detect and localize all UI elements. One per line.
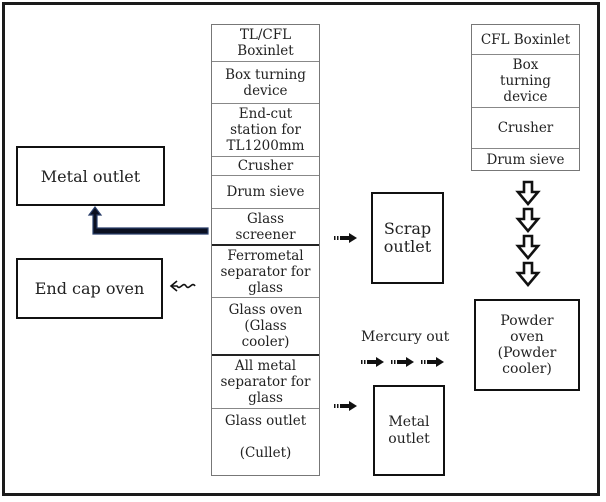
step-cfl-crusher: Crusher [472,108,579,149]
step-cfl-box-turning-device: Box turning device [472,55,579,108]
dashed-arrow-right-icon [421,357,444,367]
step-box-turning-device: Box turning device [212,62,319,104]
step-end-cut-station: End-cut station for TL1200mm [212,104,319,157]
step-crusher: Crusher [212,157,319,176]
powder-oven-box: Powder oven (Powder cooler) [474,299,580,391]
dashed-arrow-right-icon [334,401,357,411]
dashed-arrow-right-icon [361,357,384,367]
step-glass-oven: Glass oven (Glass cooler) [212,298,319,356]
wavy-arrow-left-icon [169,280,196,292]
metal-outlet-left-box: Metal outlet [16,146,165,206]
step-glass-screener: Glass screener [212,209,319,246]
metal-outlet-right-box: Metal outlet [373,385,445,476]
hollow-arrow-down-icon [515,261,541,288]
step-drum-sieve: Drum sieve [212,176,319,209]
hollow-arrow-down-icon [515,180,541,207]
arrow-up-elbow-icon [87,206,209,235]
hollow-arrow-down-icon [515,234,541,261]
step-cfl-boxinlet: CFL Boxinlet [472,25,579,55]
cfl-process-column: CFL Boxinlet Box turning device Crusher … [471,24,580,171]
diagram-frame [2,2,600,496]
hollow-arrow-down-icon [515,207,541,234]
step-ferrometal-separator: Ferrometal separator for glass [212,246,319,298]
end-cap-oven-box: End cap oven [16,258,163,319]
step-all-metal-separator: All metal separator for glass [212,356,319,409]
step-tl-cfl-boxinlet: TL/CFL Boxinlet [212,25,319,62]
mercury-out-label: Mercury out [361,329,450,345]
step-glass-outlet: Glass outlet (Cullet) [224,413,307,461]
scrap-outlet-box: Scrap outlet [371,192,444,284]
main-process-column: TL/CFL Boxinlet Box turning device End-c… [211,24,320,476]
step-cfl-drum-sieve: Drum sieve [486,151,565,168]
dashed-arrow-right-icon [391,357,414,367]
dashed-arrow-right-icon [334,233,357,243]
